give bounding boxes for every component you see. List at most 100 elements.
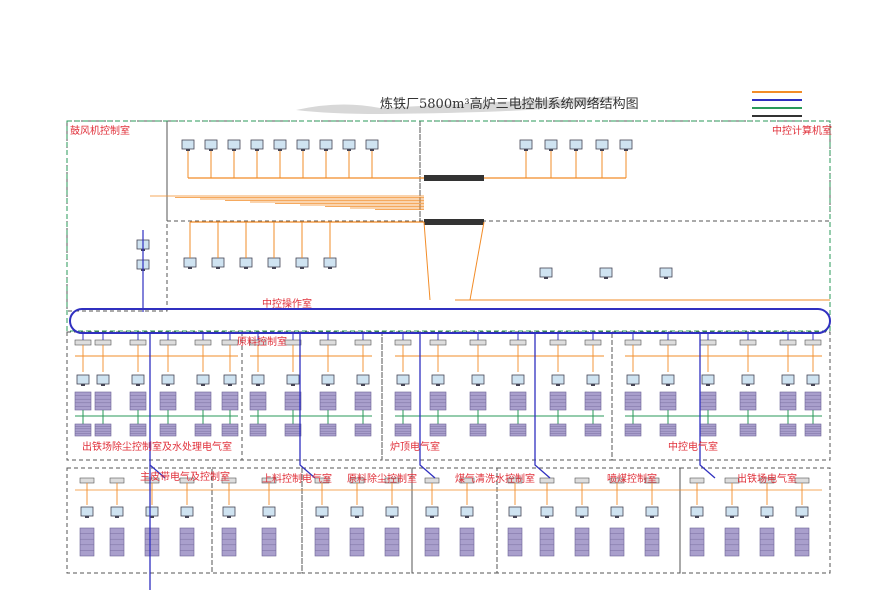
workstation-monitor-icon (262, 506, 276, 517)
workstation-monitor-icon (251, 374, 265, 385)
label-gas-clean: 煤气清洗水控制室 (455, 474, 535, 485)
legend-cable-swatch (752, 115, 802, 117)
room-central-computer (419, 120, 831, 222)
workstation-stand-icon (272, 267, 276, 269)
label-central-electric: 中控电气室 (668, 442, 718, 453)
label-main-belt: 主皮带电气及控制室 (140, 472, 230, 483)
label-central-operation: 中控操作室 (262, 299, 312, 310)
label-dust-water: 出铁场除尘控制室及水处理电气室 (82, 442, 232, 453)
workstation-monitor-icon (365, 139, 379, 150)
plc-rack-icon (384, 527, 400, 557)
plc-rack-icon (194, 423, 212, 437)
workstation-stand-icon (355, 516, 359, 518)
workstation-stand-icon (209, 149, 213, 151)
workstation-stand-icon (706, 384, 710, 386)
workstation-monitor-icon (781, 374, 795, 385)
network-switch-icon (699, 339, 717, 346)
workstation-stand-icon (545, 516, 549, 518)
network-switch-icon (194, 339, 212, 346)
plc-rack-icon (194, 391, 212, 411)
network-switch-icon (159, 339, 177, 346)
workstation-monitor-icon (227, 139, 241, 150)
plant-ring-network (69, 308, 831, 334)
workstation-stand-icon (524, 149, 528, 151)
legend-fiber-swatch (752, 107, 802, 109)
workstation-stand-icon (326, 384, 330, 386)
workstation-monitor-icon (296, 139, 310, 150)
workstation-stand-icon (81, 384, 85, 386)
plc-rack-icon (129, 423, 147, 437)
workstation-monitor-icon (315, 506, 329, 517)
workstation-monitor-icon (267, 257, 281, 268)
core-switch-1 (424, 175, 484, 181)
plc-rack-icon (179, 527, 195, 557)
plc-rack-icon (394, 391, 412, 411)
network-switch-icon (429, 339, 447, 346)
workstation-monitor-icon (626, 374, 640, 385)
workstation-stand-icon (695, 516, 699, 518)
ethernet-cable (423, 221, 431, 301)
network-switch-icon (319, 339, 337, 346)
plc-rack-icon (549, 391, 567, 411)
room-raw-dust (301, 467, 413, 574)
workstation-monitor-icon (223, 374, 237, 385)
plc-rack-icon (509, 423, 527, 437)
workstation-stand-icon (800, 516, 804, 518)
plc-rack-icon (624, 391, 642, 411)
network-switch-icon (79, 477, 95, 484)
workstation-stand-icon (786, 384, 790, 386)
workstation-stand-icon (746, 384, 750, 386)
workstation-stand-icon (201, 384, 205, 386)
plc-rack-icon (584, 423, 602, 437)
network-switch-icon (659, 339, 677, 346)
plc-rack-icon (74, 391, 92, 411)
workstation-monitor-icon (183, 257, 197, 268)
plc-rack-icon (804, 391, 822, 411)
workstation-monitor-icon (460, 506, 474, 517)
workstation-stand-icon (465, 516, 469, 518)
workstation-monitor-icon (319, 139, 333, 150)
network-switch-icon (624, 339, 642, 346)
plc-rack-icon (804, 423, 822, 437)
workstation-monitor-icon (222, 506, 236, 517)
workstation-monitor-icon (760, 506, 774, 517)
network-switch-icon (284, 339, 302, 346)
workstation-monitor-icon (204, 139, 218, 150)
workstation-stand-icon (267, 516, 271, 518)
room-blower (66, 120, 168, 312)
room-gas-clean (411, 467, 498, 574)
workstation-stand-icon (476, 384, 480, 386)
workstation-stand-icon (650, 516, 654, 518)
plc-rack-icon (74, 423, 92, 437)
plc-rack-icon (221, 527, 237, 557)
workstation-monitor-icon (131, 374, 145, 385)
plc-rack-icon (689, 527, 705, 557)
plc-rack-icon (129, 391, 147, 411)
plc-rack-icon (349, 527, 365, 557)
workstation-stand-icon (101, 384, 105, 386)
workstation-monitor-icon (701, 374, 715, 385)
workstation-stand-icon (544, 277, 548, 279)
workstation-monitor-icon (540, 506, 554, 517)
plc-rack-icon (699, 391, 717, 411)
label-coal-inject: 喷煤控制室 (607, 474, 657, 485)
plc-rack-icon (424, 527, 440, 557)
plc-rack-icon (354, 391, 372, 411)
label-top-feed: 上料控制电气室 (262, 474, 332, 485)
workstation-stand-icon (624, 149, 628, 151)
workstation-stand-icon (664, 277, 668, 279)
workstation-stand-icon (591, 384, 595, 386)
plc-rack-icon (539, 527, 555, 557)
label-central-computer: 中控计算机室 (772, 126, 832, 137)
room-central-top (166, 120, 421, 222)
plc-rack-icon (79, 527, 95, 557)
plc-rack-icon (94, 391, 112, 411)
workstation-stand-icon (401, 384, 405, 386)
ring-riser (299, 333, 316, 479)
workstation-monitor-icon (110, 506, 124, 517)
title-banner (296, 96, 620, 114)
workstation-stand-icon (328, 267, 332, 269)
workstation-stand-icon (301, 149, 305, 151)
network-switch-icon (509, 339, 527, 346)
workstation-stand-icon (615, 516, 619, 518)
